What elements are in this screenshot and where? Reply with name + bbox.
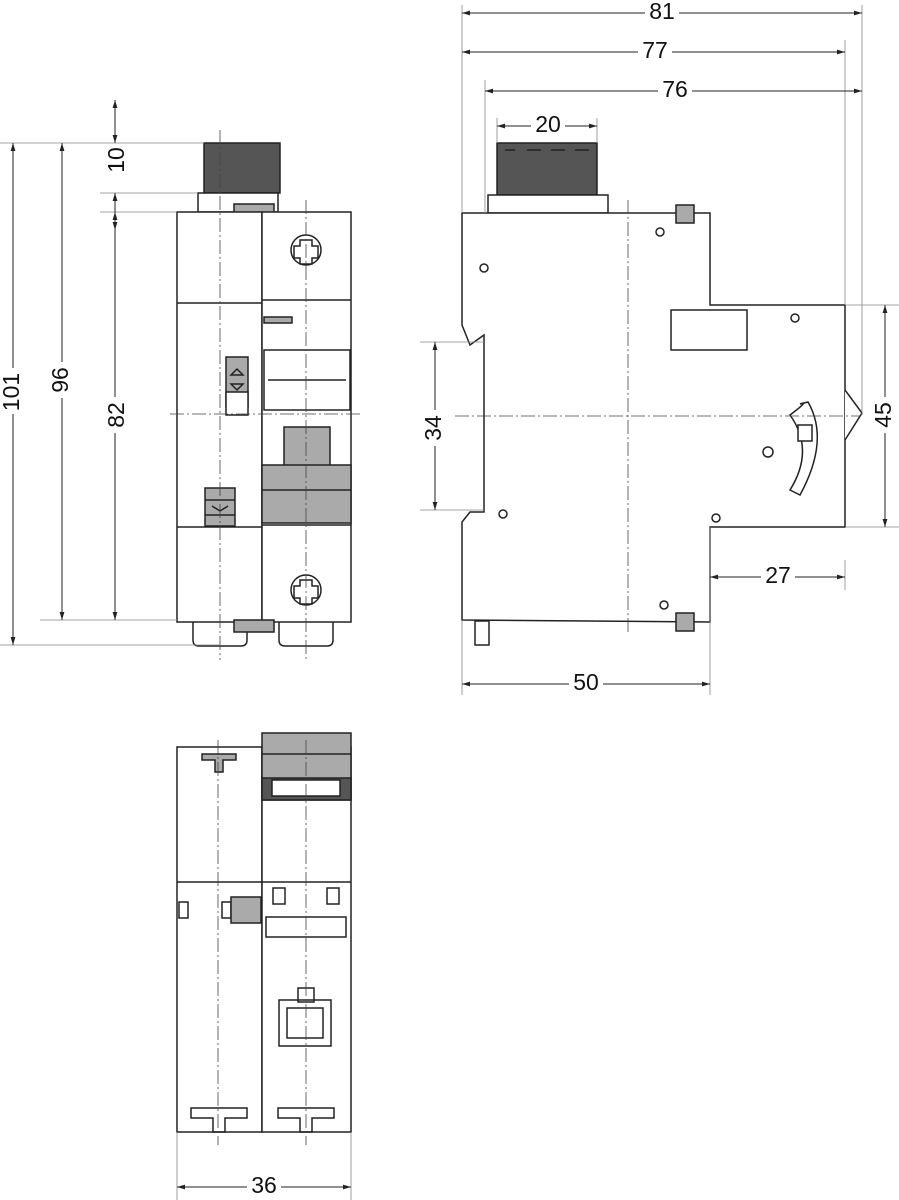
dim-rear-depth: 50	[573, 669, 599, 695]
dim-depth-76: 76	[662, 76, 688, 102]
dim-depth-77: 77	[642, 37, 668, 63]
dim-connector-height: 10	[103, 147, 129, 173]
dim-overall-depth: 81	[649, 0, 675, 24]
extension-lines	[0, 5, 899, 1200]
connector-block	[496, 142, 598, 196]
dim-connector-width: 20	[535, 111, 561, 137]
dim-din-rail-height: 34	[420, 415, 446, 441]
side-view	[455, 142, 863, 646]
connector-block	[203, 142, 281, 194]
dim-front-depth: 27	[765, 562, 791, 588]
dim-body-height: 82	[103, 402, 129, 428]
bottom-view	[176, 732, 352, 1145]
dim-front-height: 45	[870, 402, 896, 428]
dim-height-96: 96	[47, 367, 73, 393]
dim-overall-height: 101	[0, 373, 24, 411]
front-view	[170, 130, 360, 660]
dim-width: 36	[251, 1172, 277, 1198]
